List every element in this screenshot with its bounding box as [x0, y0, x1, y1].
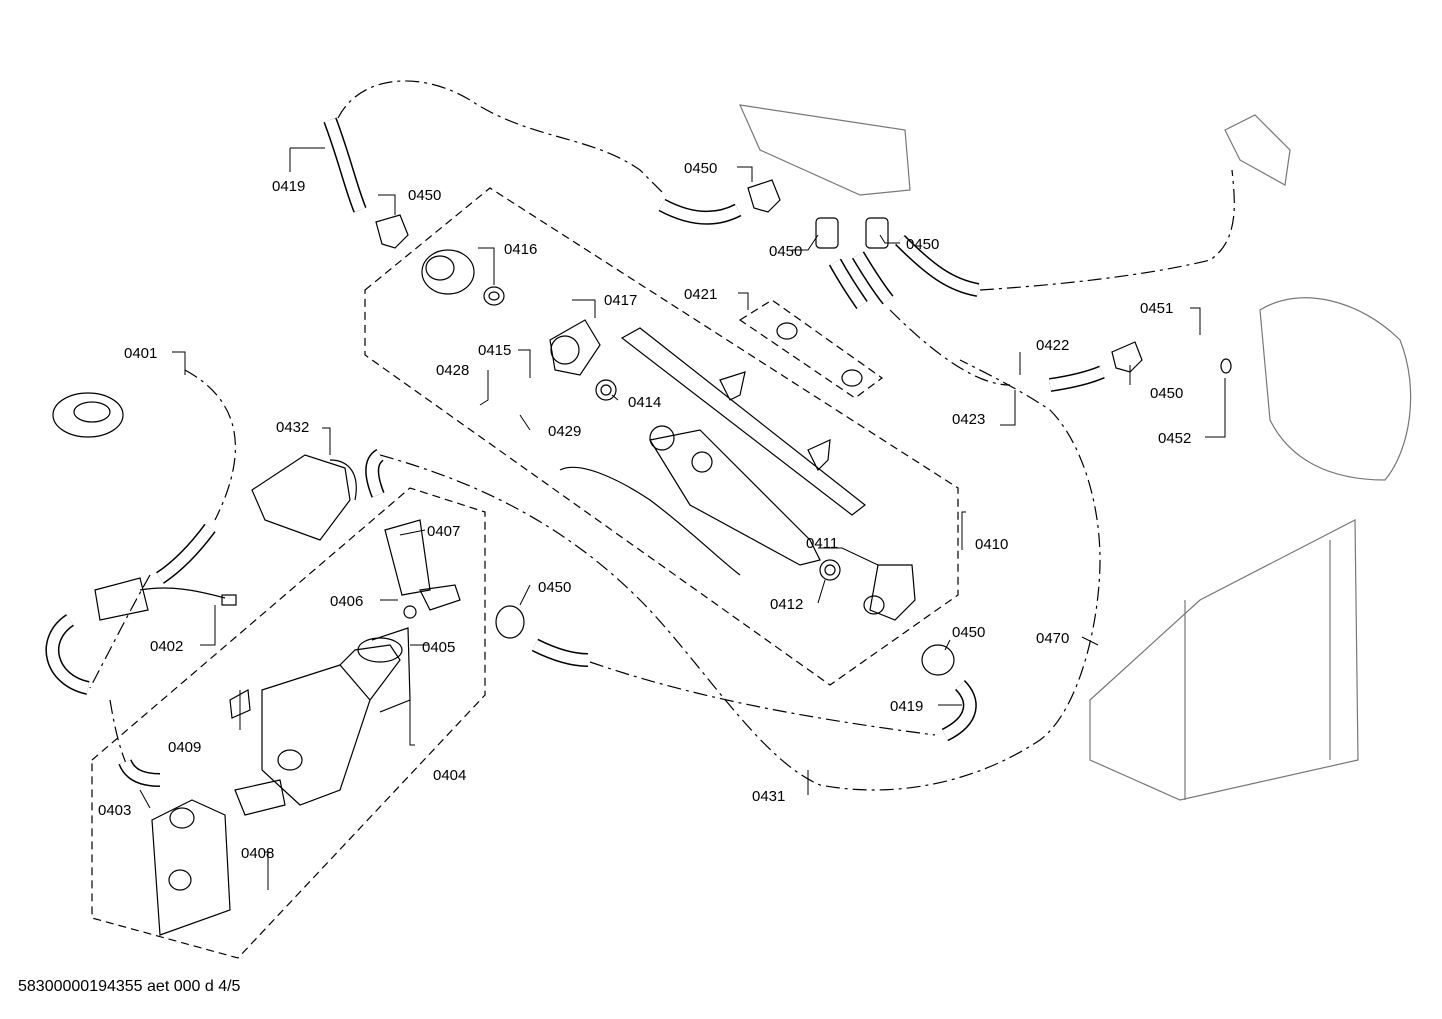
- label-0450-g: 0450: [1150, 385, 1183, 402]
- label-0423: 0423: [952, 411, 985, 428]
- valve: [863, 564, 916, 621]
- cap-part: [421, 249, 505, 306]
- label-0416: 0416: [504, 241, 537, 258]
- label-0407: 0407: [427, 523, 460, 540]
- label-0415: 0415: [478, 342, 511, 359]
- label-0450-e: 0450: [769, 243, 802, 260]
- label-0429: 0429: [548, 423, 581, 440]
- pump-group-outline: [91, 487, 486, 959]
- pump-assembly: [229, 627, 411, 816]
- bracket: [151, 799, 231, 936]
- label-0450-c: 0450: [952, 624, 985, 641]
- clip-shape: [375, 214, 409, 249]
- label-0421: 0421: [684, 286, 717, 303]
- hose-routing-lines: [89, 80, 1235, 791]
- background-components: [739, 104, 1412, 801]
- label-0402: 0402: [150, 638, 183, 655]
- label-0414: 0414: [628, 394, 661, 411]
- label-0417: 0417: [604, 292, 637, 309]
- label-0401: 0401: [124, 345, 157, 362]
- label-0419-bottom: 0419: [890, 698, 923, 715]
- label-0406: 0406: [330, 593, 363, 610]
- heater-assembly: [549, 319, 866, 576]
- part-labels: 0419 0450 0416 0417 0421 0415 0428 0414 …: [98, 160, 1191, 862]
- hoses: [45, 117, 1105, 787]
- heater-group-outline: [364, 187, 959, 686]
- label-0450-a: 0450: [408, 187, 441, 204]
- outlet: [52, 392, 124, 438]
- label-0428: 0428: [436, 362, 469, 379]
- group-outlines: [91, 187, 959, 959]
- screw-group-outline: [738, 299, 884, 399]
- label-0419-top: 0419: [272, 178, 305, 195]
- washers: [403, 322, 1232, 619]
- label-0422: 0422: [1036, 337, 1069, 354]
- label-0403: 0403: [98, 802, 131, 819]
- leader-lines: [139, 147, 1226, 890]
- label-0409: 0409: [168, 739, 201, 756]
- switch: [94, 577, 237, 621]
- label-0411: 0411: [806, 535, 838, 552]
- label-0405: 0405: [422, 639, 455, 656]
- label-0410: 0410: [975, 536, 1008, 553]
- label-0432: 0432: [276, 419, 309, 436]
- label-0450-b: 0450: [538, 579, 571, 596]
- label-0470: 0470: [1036, 630, 1069, 647]
- label-0451: 0451: [1140, 300, 1173, 317]
- label-0408: 0408: [241, 845, 274, 862]
- label-0450-f: 0450: [906, 236, 939, 253]
- label-0450-d: 0450: [684, 160, 717, 177]
- label-0452: 0452: [1158, 430, 1191, 447]
- label-0404: 0404: [433, 767, 466, 784]
- document-code: 58300000194355 aet 000 d 4/5: [18, 978, 241, 995]
- label-0431: 0431: [752, 788, 785, 805]
- clip-shape: [747, 179, 781, 213]
- flowmeter: [384, 519, 461, 611]
- label-0412: 0412: [770, 596, 803, 613]
- connector-clips: [375, 179, 1143, 676]
- cover: [251, 454, 357, 541]
